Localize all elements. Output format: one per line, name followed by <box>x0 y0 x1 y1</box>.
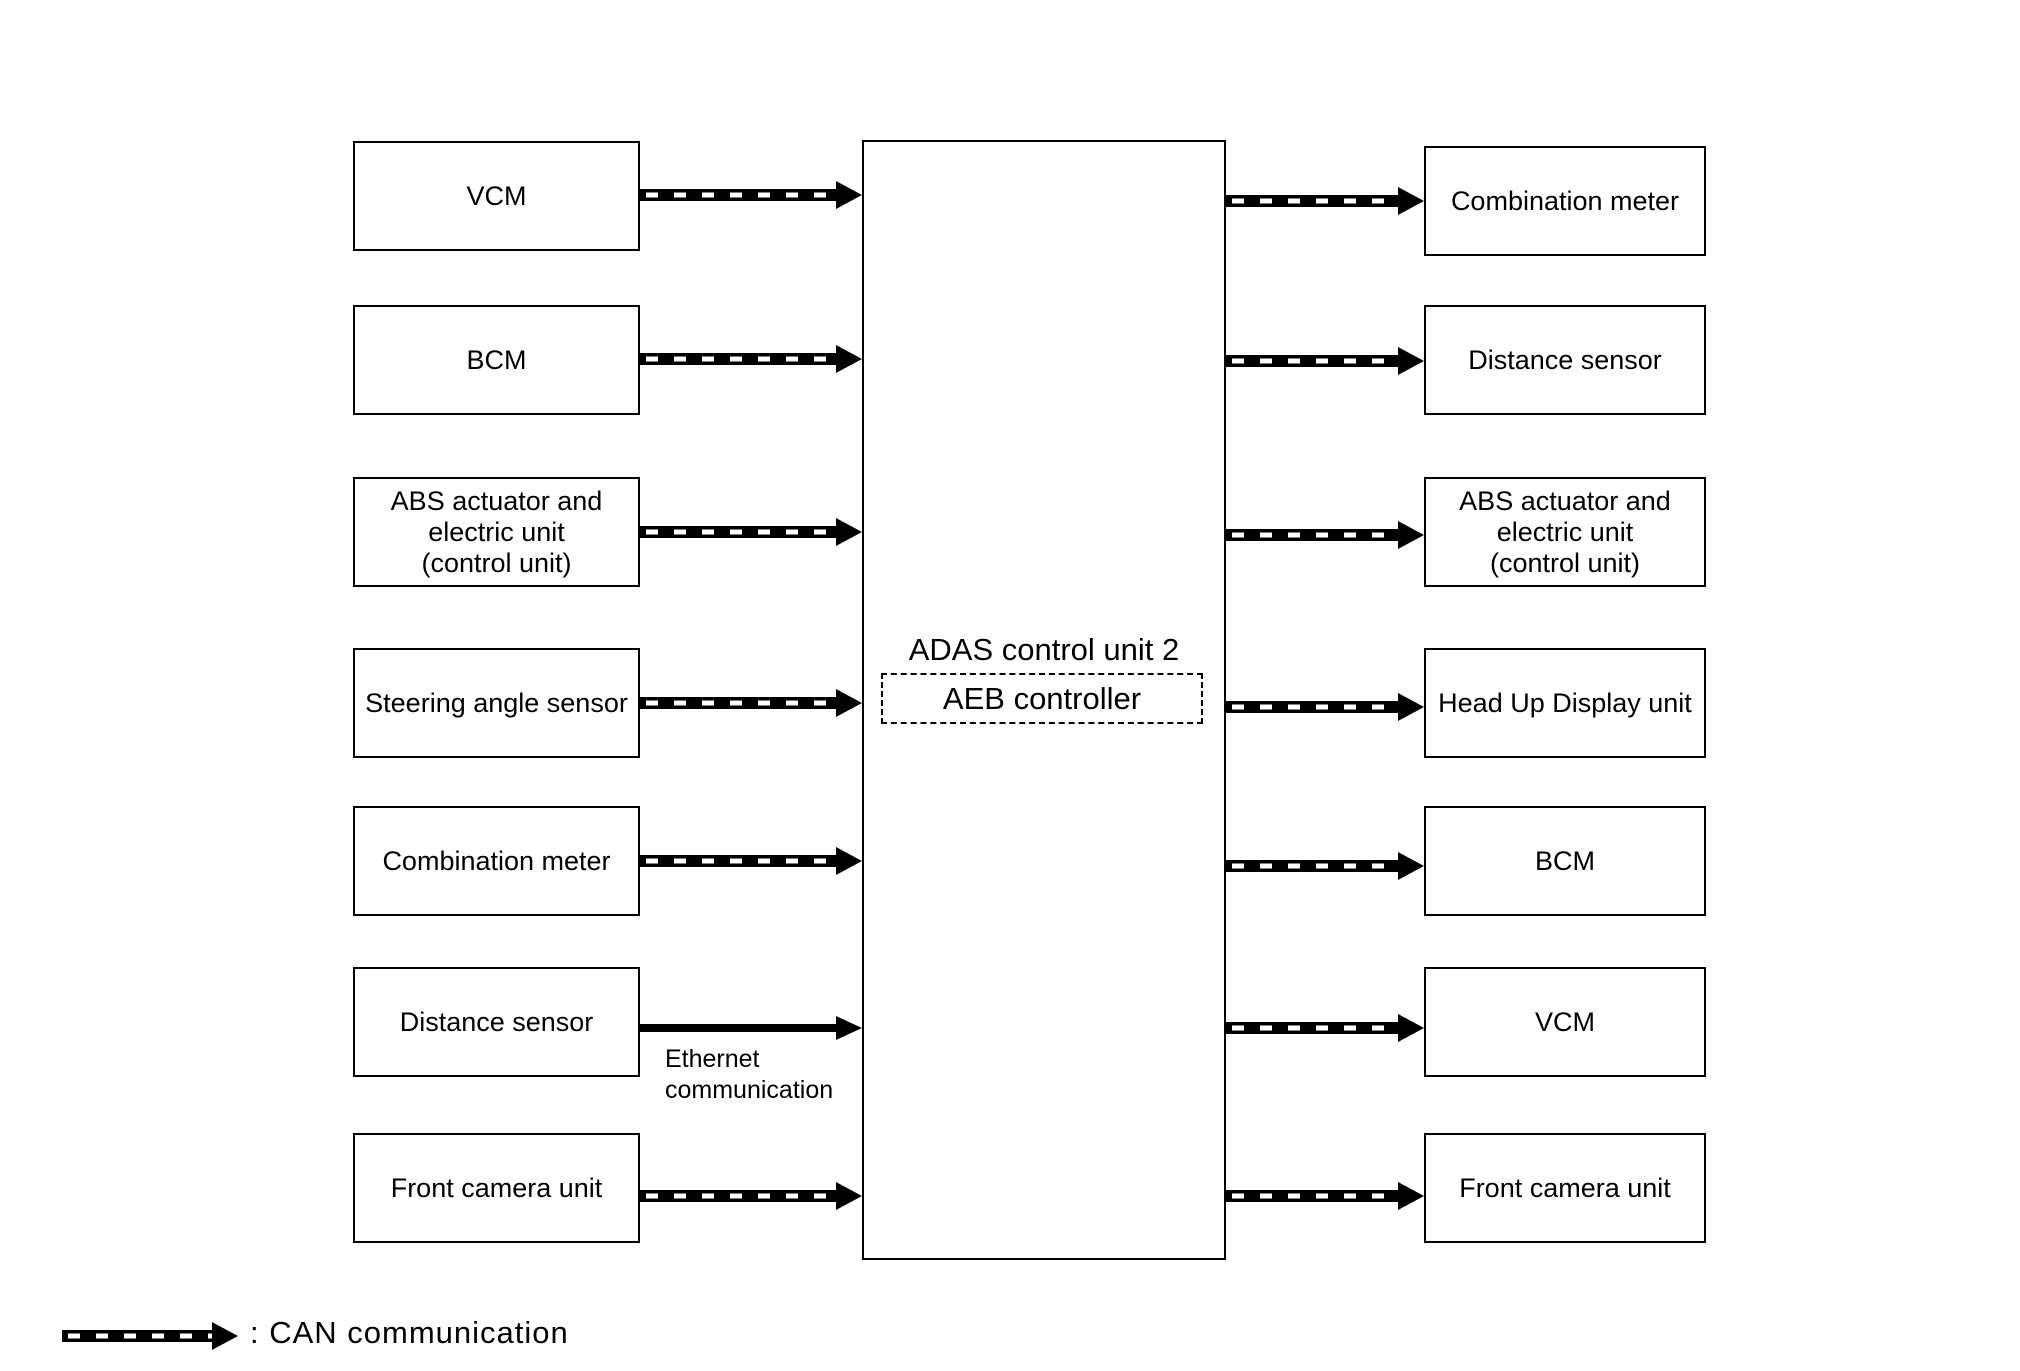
ethernet-communication-label: Ethernet communication <box>665 1045 834 1104</box>
output-label: Distance sensor <box>1468 344 1662 375</box>
legend-label: : CAN communication <box>250 1315 569 1350</box>
output-label: Front camera unit <box>1459 1172 1671 1203</box>
output-label: Head Up Display unit <box>1438 687 1692 718</box>
ethernet-arrow <box>640 1016 862 1040</box>
can-arrow <box>1226 852 1424 880</box>
can-arrow <box>640 847 862 875</box>
output-box-vcm: VCM <box>1424 967 1706 1077</box>
adas-control-unit-title: ADAS control unit 2 <box>908 632 1180 667</box>
output-box-combination-meter: Combination meter <box>1424 146 1706 256</box>
input-label: Combination meter <box>382 845 611 876</box>
input-label: Steering angle sensor <box>365 687 628 718</box>
can-arrow <box>640 181 862 209</box>
output-label: ABS actuator and electric unit (control … <box>1459 485 1671 578</box>
output-box-bcm: BCM <box>1424 806 1706 916</box>
input-box-combination-meter: Combination meter <box>353 806 640 916</box>
input-box-distance-sensor: Distance sensor <box>353 967 640 1077</box>
can-arrow <box>1226 521 1424 549</box>
input-box-front-camera-unit: Front camera unit <box>353 1133 640 1243</box>
input-box-abs-actuator: ABS actuator and electric unit (control … <box>353 477 640 587</box>
can-arrow <box>640 345 862 373</box>
input-label: Distance sensor <box>399 1006 594 1037</box>
output-box-abs-actuator: ABS actuator and electric unit (control … <box>1424 477 1706 587</box>
can-arrow <box>1226 1182 1424 1210</box>
can-arrow <box>640 518 862 546</box>
adas-control-unit-box <box>862 140 1226 1260</box>
can-arrow <box>1226 693 1424 721</box>
can-arrow <box>640 689 862 717</box>
can-communication-arrow-icon <box>62 1322 238 1350</box>
can-arrow <box>640 1182 862 1210</box>
output-label: BCM <box>1535 845 1595 876</box>
input-label: Front camera unit <box>390 1172 603 1203</box>
input-label: VCM <box>466 180 527 211</box>
aeb-controller-label: AEB controller <box>942 680 1142 716</box>
input-box-steering-angle-sensor: Steering angle sensor <box>353 648 640 758</box>
output-label: VCM <box>1535 1006 1595 1037</box>
output-box-distance-sensor: Distance sensor <box>1424 305 1706 415</box>
can-arrow <box>1226 187 1424 215</box>
input-box-vcm: VCM <box>353 141 640 251</box>
output-box-front-camera-unit: Front camera unit <box>1424 1133 1706 1243</box>
input-label: ABS actuator and electric unit (control … <box>390 485 603 578</box>
can-arrow <box>1226 347 1424 375</box>
can-arrow <box>1226 1014 1424 1042</box>
aeb-controller-box: AEB controller <box>881 673 1203 724</box>
input-label: BCM <box>466 344 527 375</box>
output-box-head-up-display-unit: Head Up Display unit <box>1424 648 1706 758</box>
input-box-bcm: BCM <box>353 305 640 415</box>
output-label: Combination meter <box>1450 185 1680 216</box>
